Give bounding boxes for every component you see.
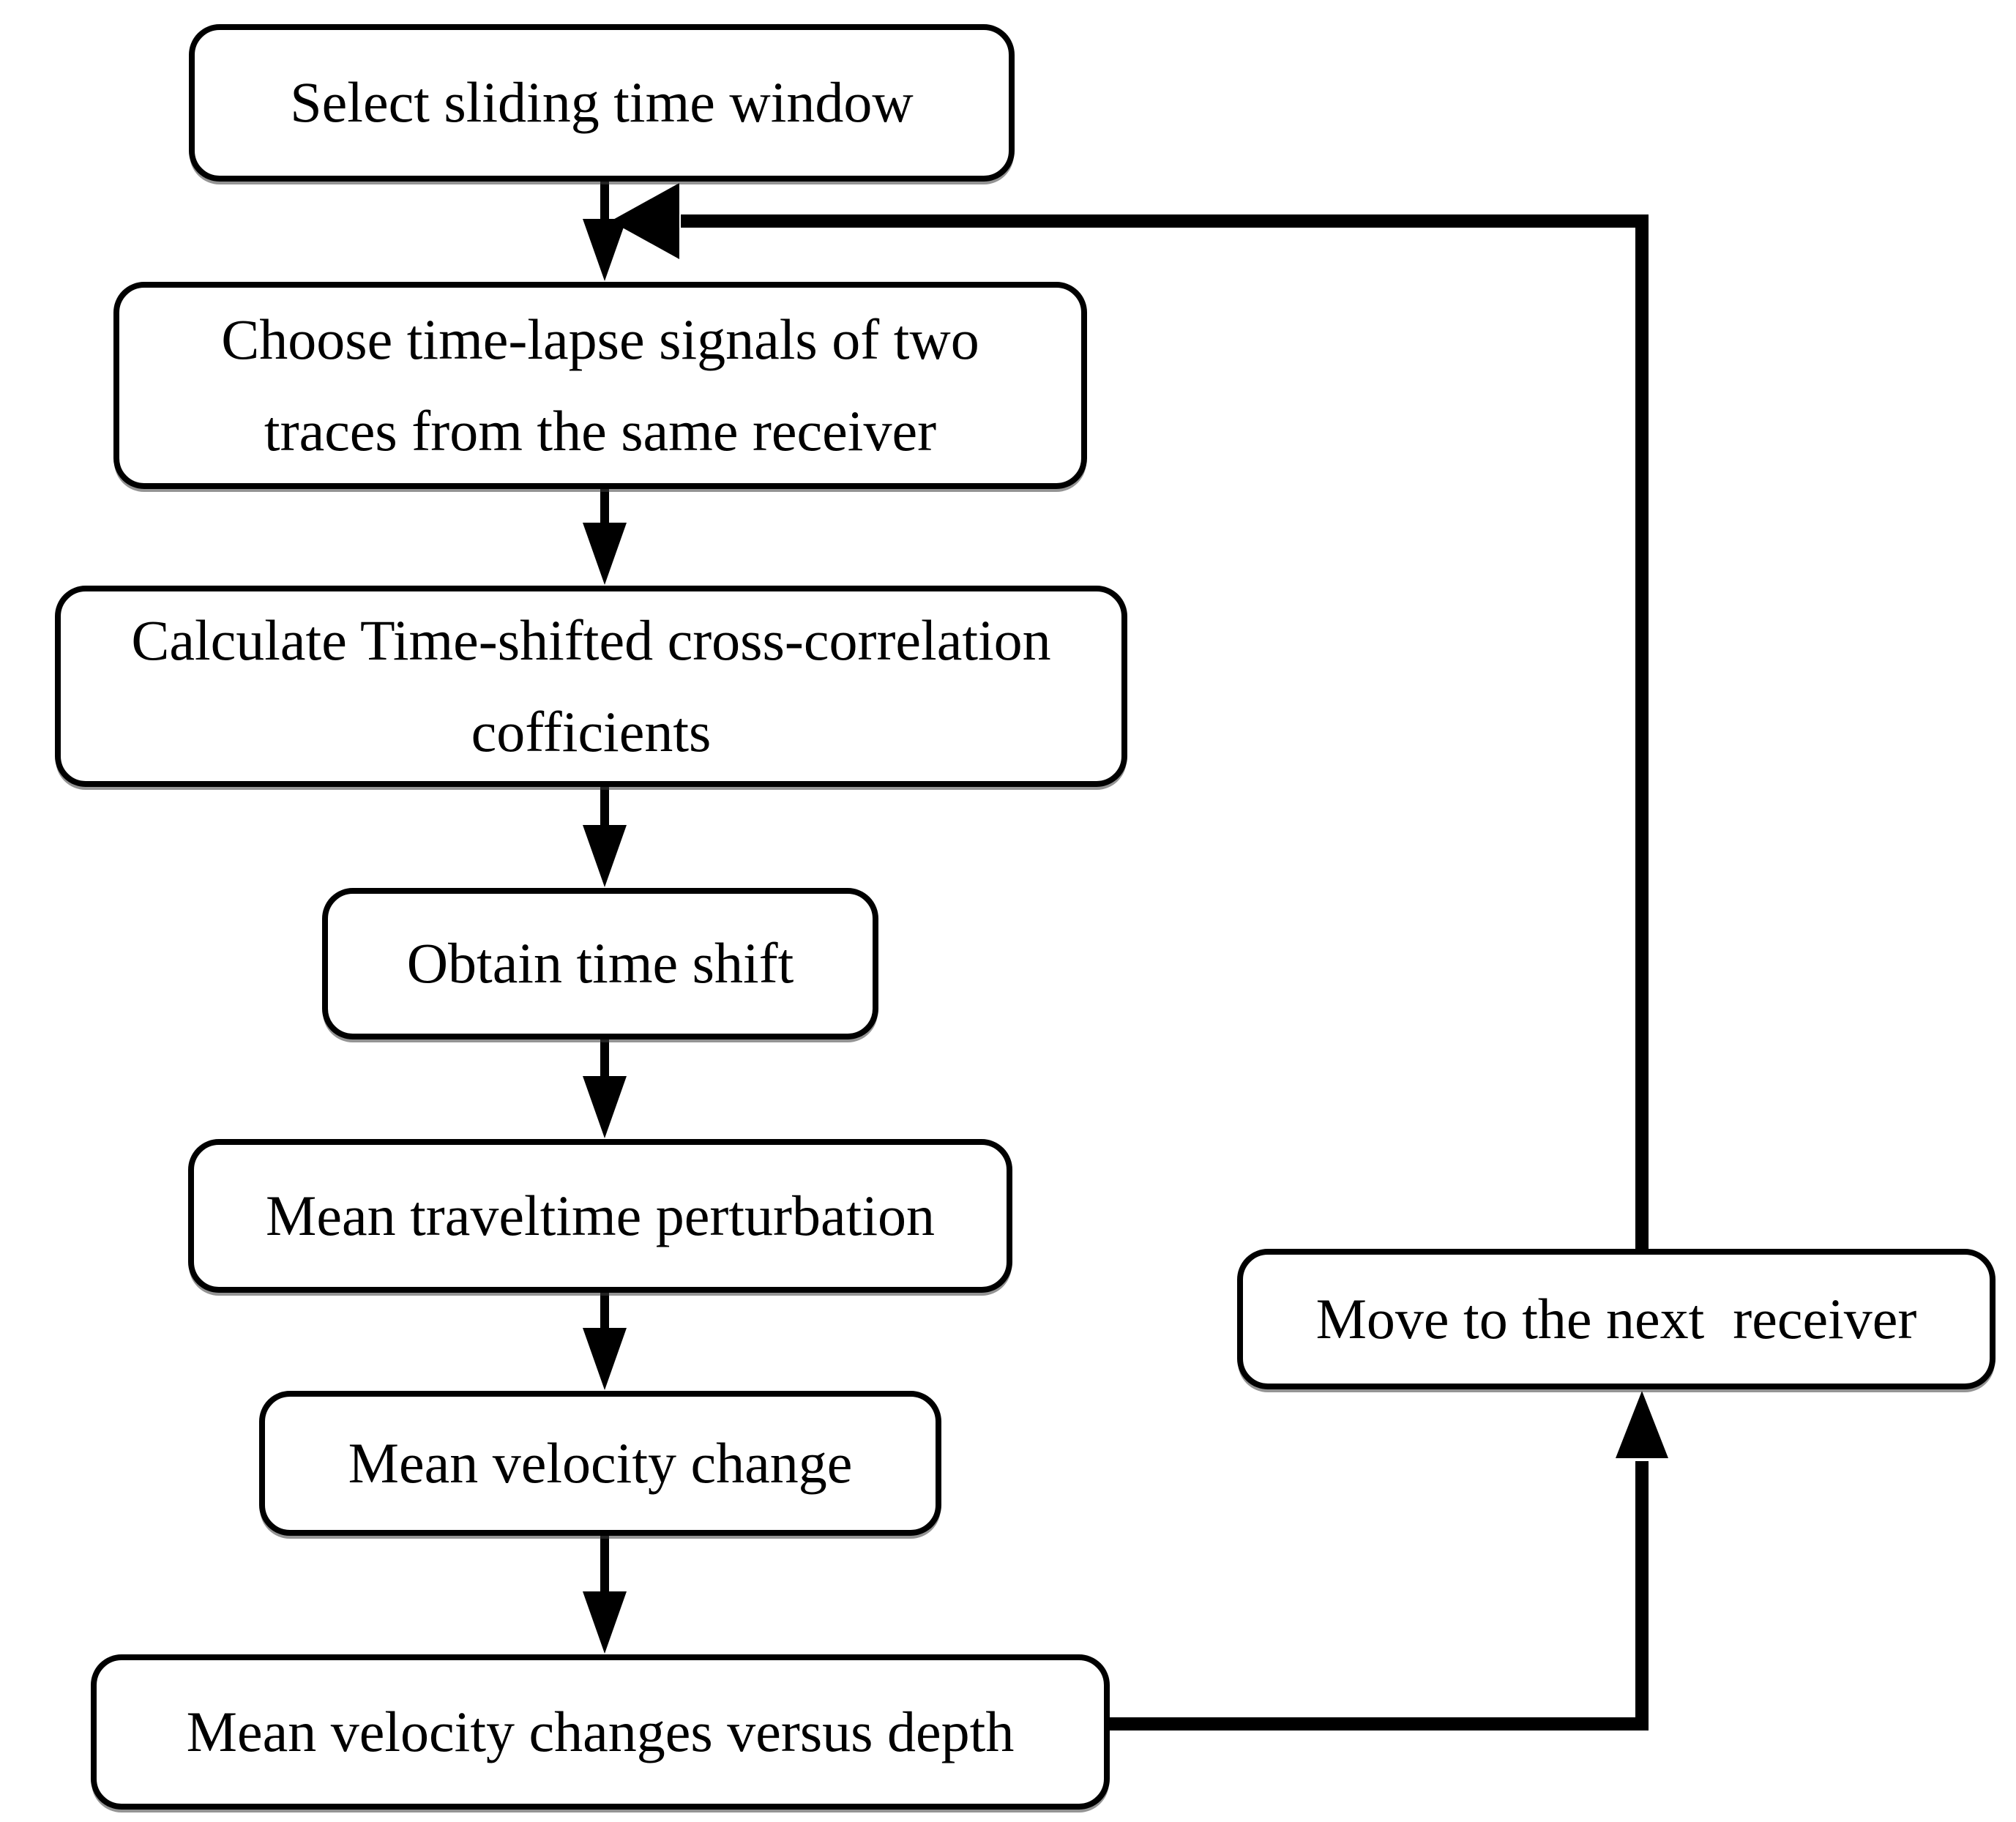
down-arrowhead [583,219,627,281]
flow-box-label: Move to the next receiver [1315,1286,1917,1351]
flow-box-label: Mean velocity change [348,1430,853,1495]
arrow-choose-to-correlation [583,488,627,585]
arrow-loop-next-receiver-to-top [611,183,1649,1249]
flow-box-mean-velocity: Mean velocity change [259,1391,941,1536]
arrow-select-to-choose [583,180,627,281]
flow-box-label: Choose time-lapse signals of two traces … [221,307,979,463]
flow-box-label: Mean traveltime perturbation [266,1183,935,1247]
flow-box-choose-signals: Choose time-lapse signals of two traces … [113,282,1087,489]
flow-box-label: Mean velocity changes versus depth [186,1699,1015,1763]
arrow-traveltime-to-velocity [583,1291,627,1390]
down-arrowhead [583,523,627,585]
flow-box-next-receiver: Move to the next receiver [1237,1249,1996,1389]
arrow-correlation-to-shift [583,785,627,887]
flow-box-label: Obtain time shift [406,931,794,996]
flow-box-select-window: Select sliding time window [189,24,1015,182]
arrow-shift-to-traveltime [583,1038,627,1138]
down-arrowhead [583,1328,627,1390]
left-arrowhead [611,183,679,259]
down-arrowhead [583,1591,627,1654]
arrow-velocity-to-depth [583,1534,627,1654]
arrow-velocity-depth-to-next-receiver [1105,1391,1668,1730]
down-arrowhead [583,825,627,887]
flow-box-calc-correlation: Calculate Time-shifted cross-correlation… [55,586,1127,787]
flow-box-label: Select sliding time window [290,70,914,135]
flow-box-obtain-shift: Obtain time shift [322,888,878,1039]
down-arrowhead [583,1076,627,1138]
up-arrowhead [1616,1391,1668,1458]
flow-box-velocity-depth: Mean velocity changes versus depth [91,1654,1110,1810]
flow-box-label: Calculate Time-shifted cross-correlation… [131,608,1051,763]
flow-box-mean-traveltime: Mean traveltime perturbation [188,1139,1012,1293]
